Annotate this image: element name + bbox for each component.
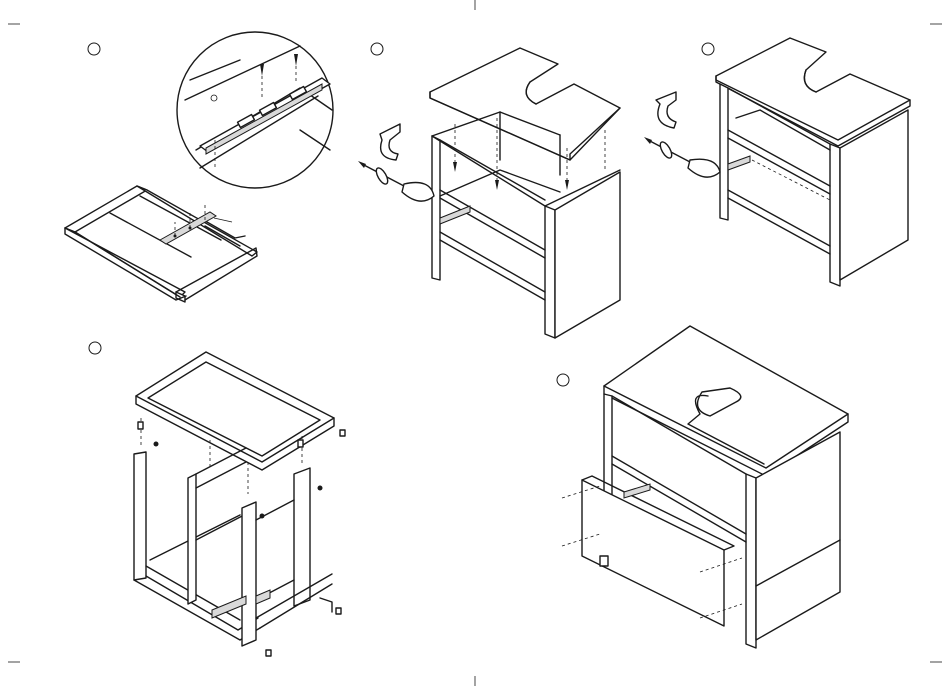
step3-assembled <box>644 38 910 286</box>
drawer-front-panel <box>582 480 724 626</box>
step5-drawer-front <box>562 326 848 648</box>
drawer-slide-icon <box>440 206 470 224</box>
screwdriver-icon <box>644 137 720 177</box>
rotate-arrow-icon <box>656 92 676 128</box>
drawer-slide-icon <box>728 156 750 170</box>
step-circle-2 <box>371 43 383 55</box>
step-circle-4 <box>89 342 101 354</box>
screwdriver-icon <box>358 161 434 201</box>
drawer-slide-icon <box>624 484 650 498</box>
step2-attach-top <box>358 48 620 338</box>
rotate-arrow-icon <box>380 124 400 160</box>
step1-base-frame <box>65 32 333 302</box>
step-circle-3 <box>702 43 714 55</box>
magnifier-callout-icon <box>177 32 333 188</box>
step4-exploded-carcass <box>134 352 345 656</box>
step-circle-1 <box>88 43 100 55</box>
step-circle-5 <box>557 374 569 386</box>
